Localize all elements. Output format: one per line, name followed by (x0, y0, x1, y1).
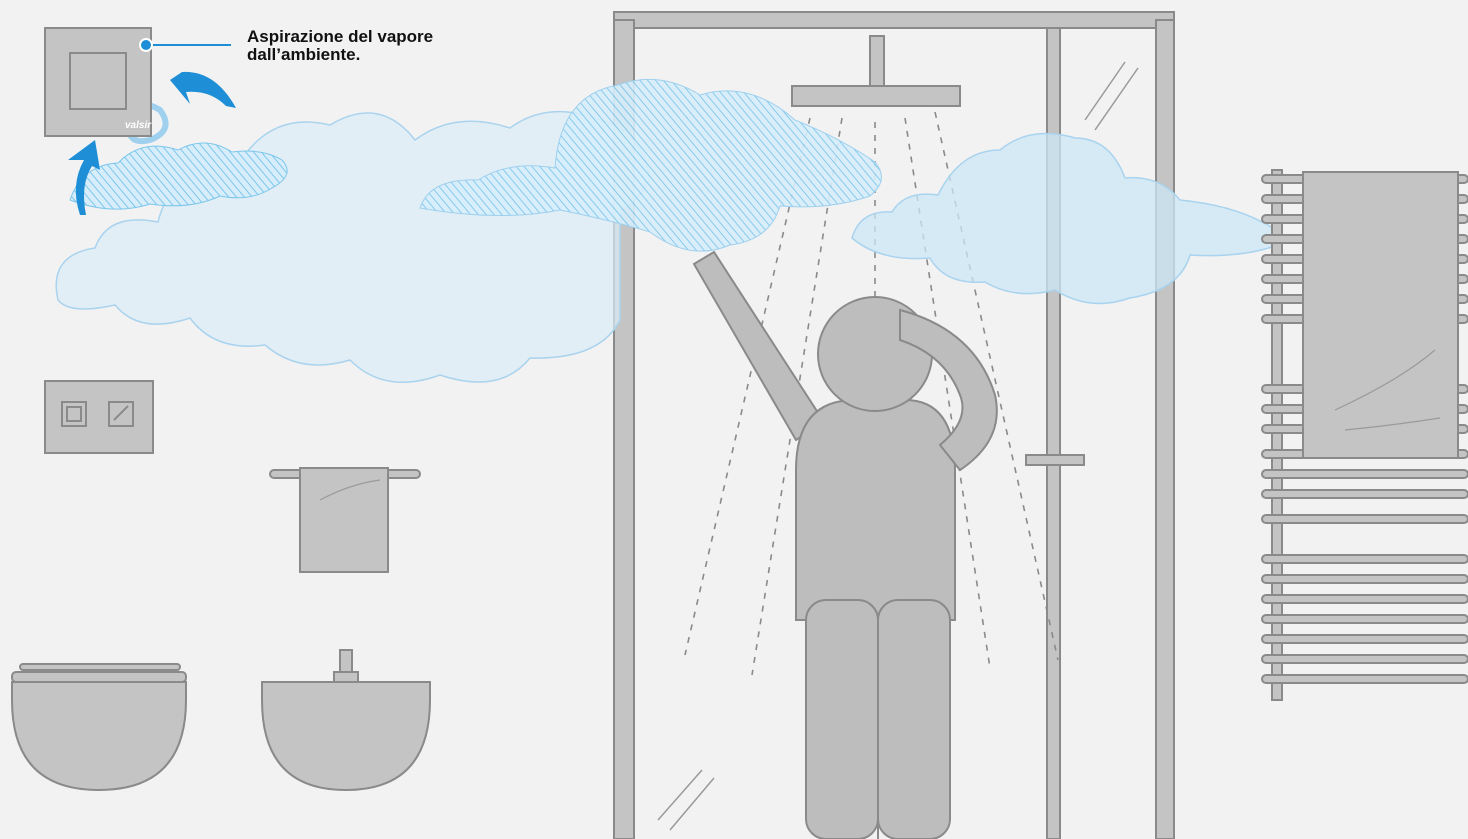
annotation-leader (140, 39, 231, 51)
towel-bar-icon (270, 468, 420, 572)
fan-vent-icon: valsir (45, 28, 152, 136)
annotation-line-1: Aspirazione del vapore (247, 28, 547, 46)
bidet-icon (262, 650, 430, 790)
steam-clouds (56, 79, 1278, 382)
steam-extraction-annotation: Aspirazione del vapore dall’ambiente. (247, 28, 547, 64)
steam-cloud-right (852, 134, 1278, 304)
towel-radiator-icon (1262, 170, 1468, 700)
light-switch-icon (45, 381, 153, 453)
person-icon (694, 252, 997, 839)
annotation-line-2: dall’ambiente. (247, 46, 547, 64)
shower-head-icon (792, 36, 960, 106)
toilet-icon (12, 664, 186, 790)
fan-brand-label: valsir (125, 120, 152, 131)
